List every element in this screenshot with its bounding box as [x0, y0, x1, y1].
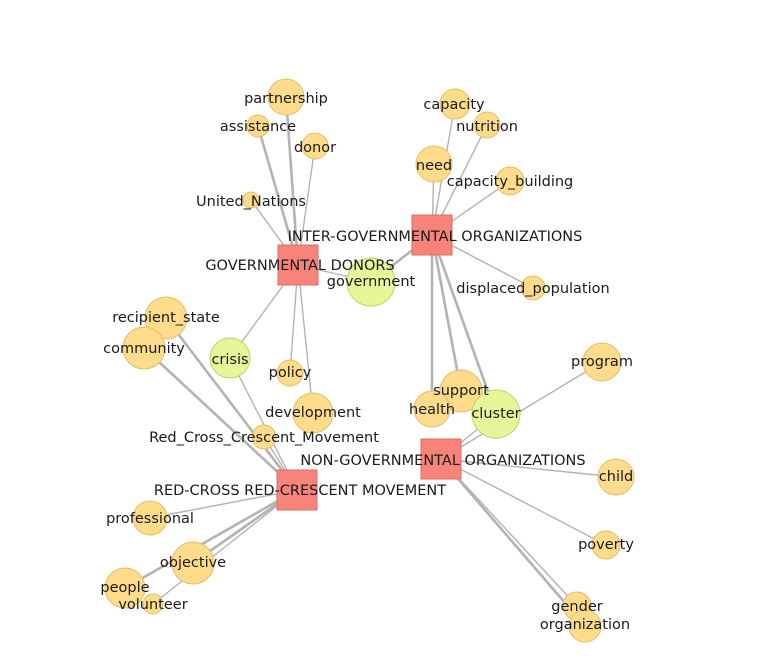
label-government: government	[327, 274, 416, 290]
edge-rc-people	[124, 488, 298, 590]
node-displaced[interactable]	[520, 275, 546, 301]
label-need: need	[416, 158, 452, 174]
node-volunteer[interactable]	[142, 593, 164, 615]
node-people[interactable]	[104, 567, 146, 609]
label-capb: capacity_building	[447, 174, 574, 190]
label-development: development	[265, 405, 361, 421]
node-capb[interactable]	[495, 166, 525, 196]
label-nutrition: nutrition	[456, 119, 518, 135]
node-child[interactable]	[597, 458, 635, 496]
node-government[interactable]	[346, 257, 396, 307]
edge-ngo-program	[440, 361, 603, 460]
label-gd: GOVERNMENTAL DONORS	[205, 258, 394, 274]
edge-ngo-poverty	[440, 458, 607, 546]
node-health[interactable]	[413, 390, 451, 428]
label-gender: gender	[551, 599, 602, 615]
node-development[interactable]	[292, 392, 334, 434]
edge-rc-professional	[149, 489, 298, 519]
edge-igo-support	[430, 234, 463, 392]
label-assistance: assistance	[220, 119, 296, 135]
node-nutrition[interactable]	[473, 111, 501, 139]
edge-rc-community	[143, 347, 298, 491]
label-health: health	[409, 402, 455, 418]
node-crisis[interactable]	[209, 337, 251, 379]
label-rc: RED-CROSS RED-CRESCENT MOVEMENT	[154, 483, 446, 499]
node-rccm[interactable]	[251, 424, 277, 450]
label-rccm: Red_Cross_Crescent_Movement	[149, 430, 379, 446]
node-community[interactable]	[122, 326, 166, 370]
label-displaced: displaced_population	[456, 281, 609, 297]
label-un: United_Nations	[196, 194, 306, 210]
node-need[interactable]	[415, 145, 453, 183]
label-program: program	[571, 354, 633, 370]
edge-igo-cluster	[430, 234, 498, 415]
label-donor: donor	[294, 140, 336, 156]
label-igo: INTER-GOVERNMENTAL ORGANIZATIONS	[288, 229, 583, 245]
node-cluster[interactable]	[471, 389, 521, 439]
node-igo[interactable]	[411, 214, 453, 256]
node-donor[interactable]	[301, 132, 329, 160]
node-organization[interactable]	[568, 609, 602, 643]
node-recipient[interactable]	[144, 296, 188, 340]
node-partnership[interactable]	[267, 78, 305, 116]
label-people: people	[100, 580, 149, 596]
node-objective[interactable]	[171, 541, 215, 585]
edge-rc-recipient	[164, 317, 299, 491]
edge-rc-volunteer	[152, 489, 298, 605]
label-volunteer: volunteer	[118, 597, 187, 613]
node-program[interactable]	[582, 342, 622, 382]
label-objective: objective	[160, 555, 226, 571]
label-ngo: NON-GOVERNMENTAL ORGANIZATIONS	[300, 453, 585, 469]
node-ngo[interactable]	[420, 438, 462, 480]
node-rc[interactable]	[276, 469, 318, 511]
edge-gd-partnership	[284, 96, 300, 266]
label-professional: professional	[106, 511, 194, 527]
label-capacity: capacity	[423, 97, 485, 113]
edge-ngo-organization	[440, 458, 586, 627]
label-cluster: cluster	[471, 406, 520, 422]
label-crisis: crisis	[211, 352, 248, 368]
label-community: community	[103, 341, 185, 357]
edge-gd-assistance	[256, 125, 300, 266]
label-organization: organization	[540, 617, 630, 633]
label-partnership: partnership	[244, 91, 328, 107]
node-gd[interactable]	[277, 244, 319, 286]
node-policy[interactable]	[276, 359, 304, 387]
edge-rc-crisis	[229, 357, 298, 491]
node-capacity[interactable]	[439, 88, 471, 120]
edge-gd-development	[297, 264, 314, 414]
label-child: child	[599, 469, 633, 485]
label-layer: INTER-GOVERNMENTAL ORGANIZATIONS GOVERNME…	[100, 91, 634, 633]
node-professional[interactable]	[132, 500, 168, 536]
node-assistance[interactable]	[246, 114, 270, 138]
label-poverty: poverty	[578, 537, 634, 553]
label-recipient: recipient_state	[112, 310, 220, 326]
label-support: support	[433, 383, 489, 399]
node-un[interactable]	[242, 191, 260, 209]
edge-ngo-child	[440, 458, 617, 478]
node-layer	[104, 78, 635, 643]
node-support[interactable]	[439, 369, 483, 413]
label-policy: policy	[269, 365, 312, 381]
node-poverty[interactable]	[591, 530, 621, 560]
